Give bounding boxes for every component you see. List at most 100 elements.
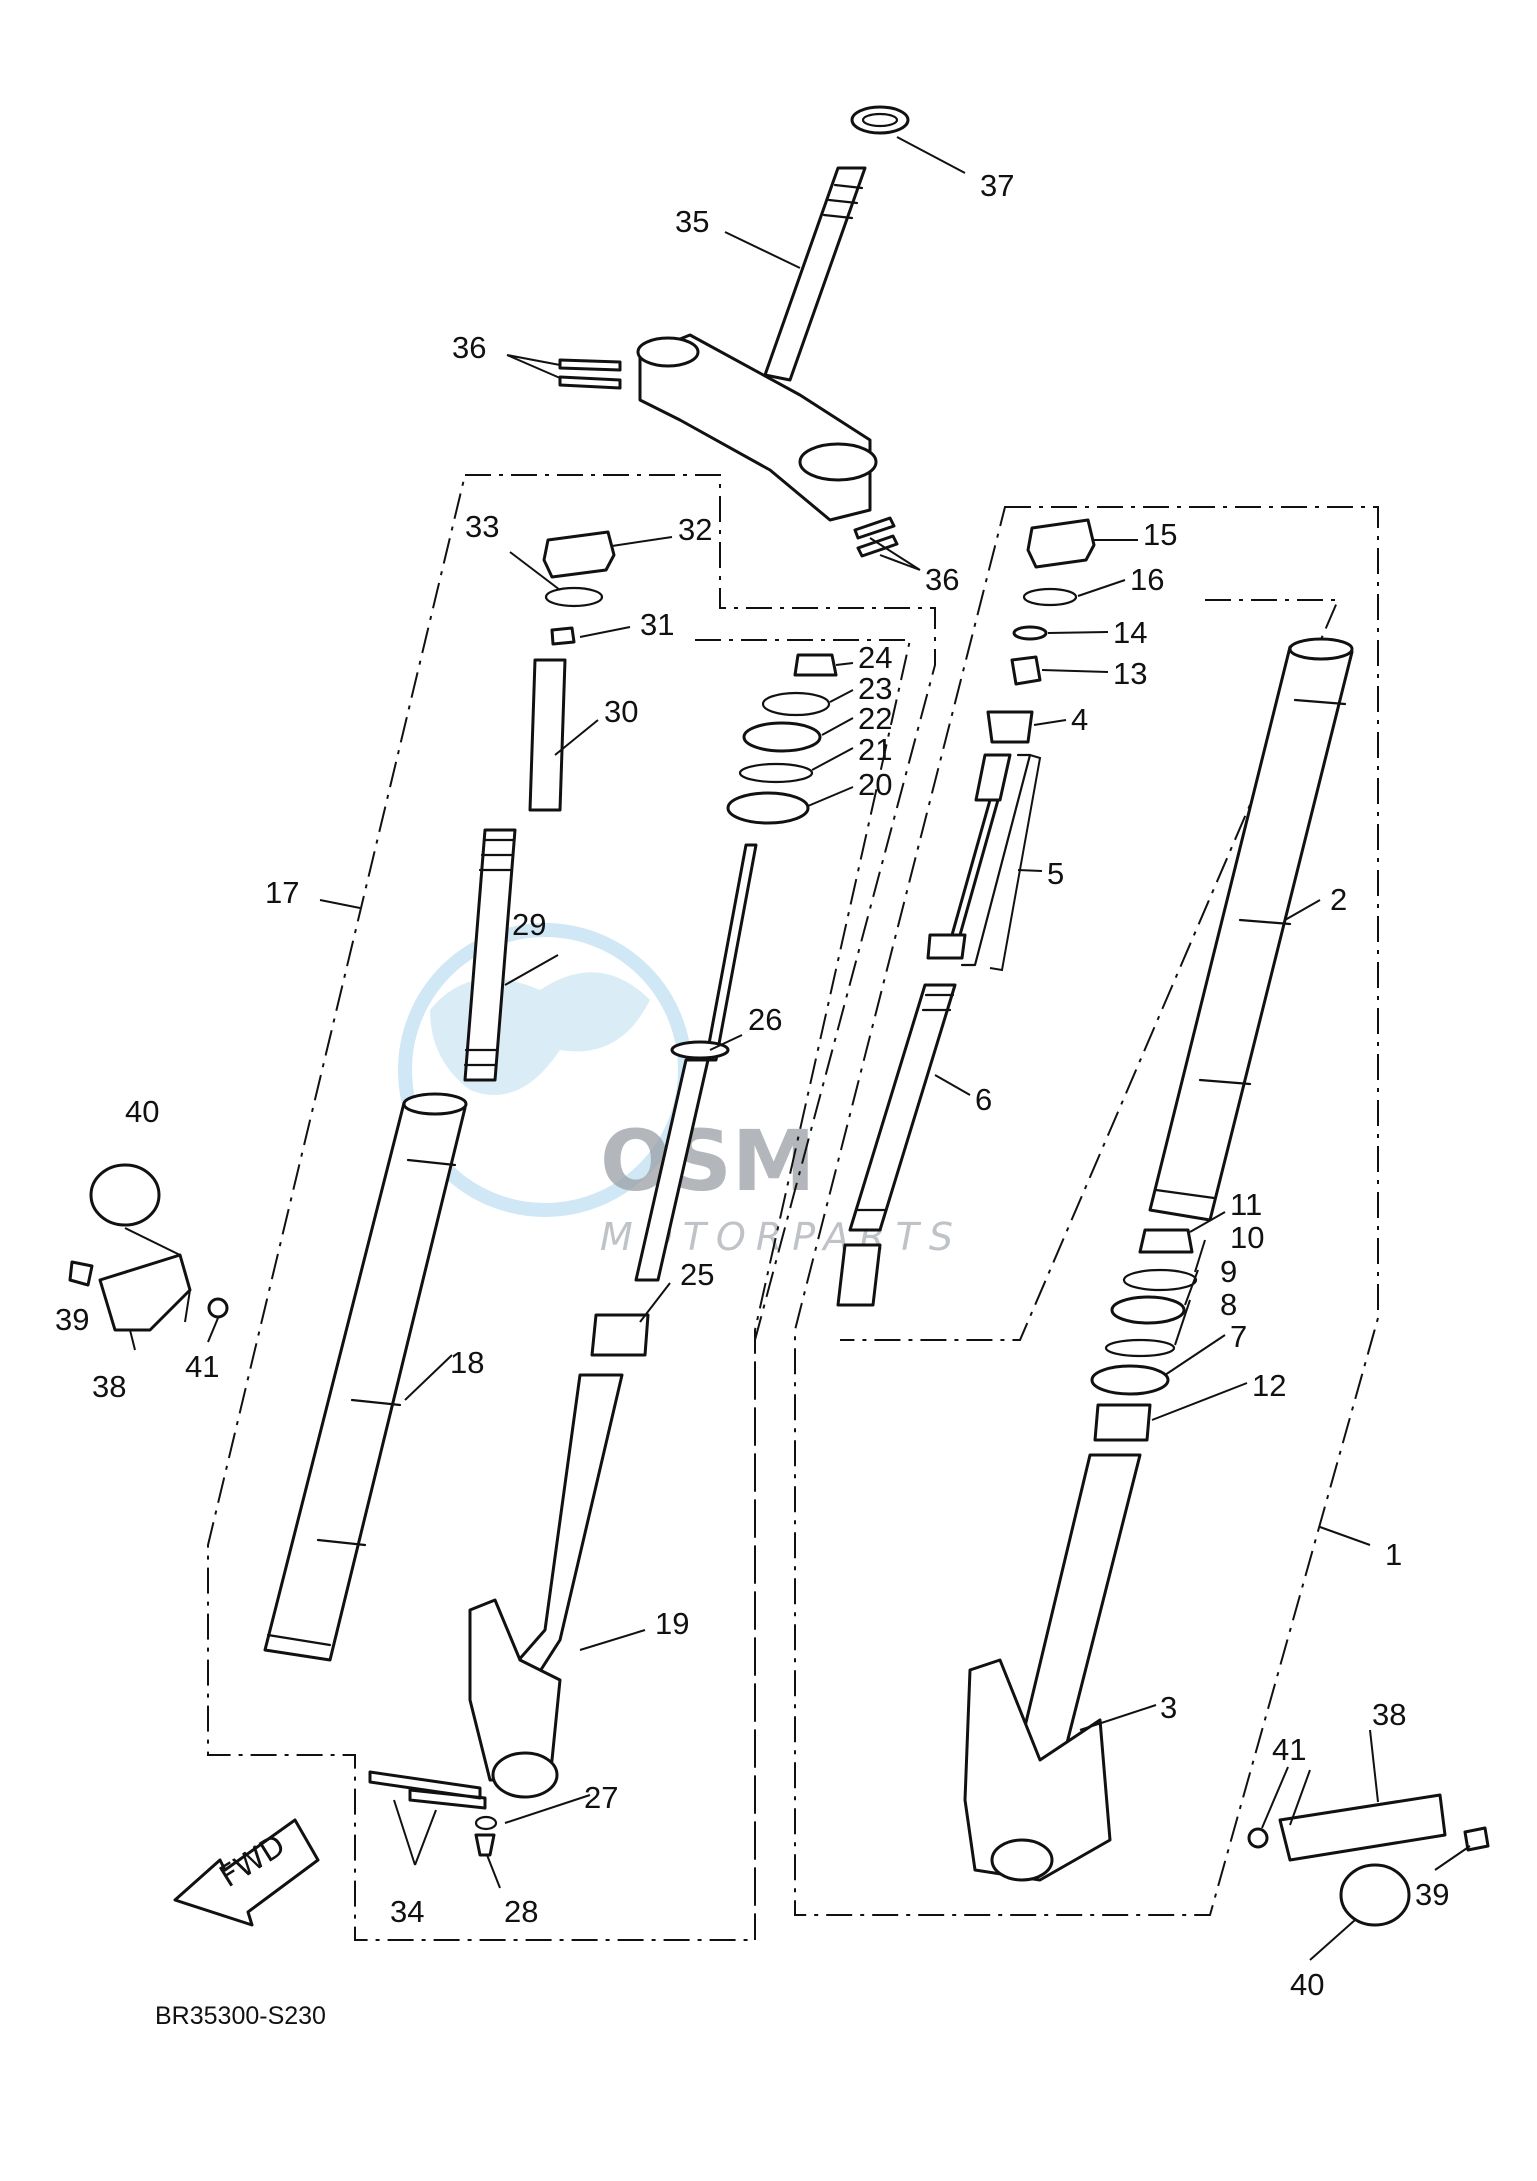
callout-41-left: 41 (185, 1349, 219, 1384)
callout-9: 9 (1220, 1254, 1237, 1289)
clip-23 (761, 691, 831, 717)
bush-12 (1093, 1403, 1152, 1442)
clip-8 (1104, 1338, 1176, 1358)
callout-23: 23 (858, 671, 892, 706)
outer-tube-2 (1148, 645, 1354, 1222)
callout-37: 37 (980, 168, 1014, 203)
group-outline-1 (794, 506, 1379, 1916)
bolt-39-right (1463, 1826, 1490, 1852)
seal-9 (1110, 1295, 1186, 1325)
callout-22: 22 (858, 701, 892, 736)
nut-13 (1010, 655, 1042, 686)
callout-3: 3 (1160, 1690, 1177, 1725)
callouts: 37 35 36 36 32 33 31 30 17 29 18 19 25 2… (55, 168, 1449, 2002)
callout-12: 12 (1252, 1368, 1286, 1403)
bracket-38-right (1278, 1793, 1447, 1862)
forward-arrow: FWD (173, 1818, 320, 1927)
clip-10 (1122, 1268, 1198, 1292)
leader-lines (124, 136, 1471, 1961)
callout-40-left: 40 (125, 1094, 159, 1129)
watermark-brand: OSM (600, 1112, 816, 1210)
bolts-34 (368, 1770, 487, 1810)
left-fork (263, 530, 838, 1857)
callout-32: 32 (678, 512, 712, 547)
cap-bolt-32 (542, 530, 616, 579)
callout-39-right: 39 (1415, 1877, 1449, 1912)
bolts-36-right (853, 516, 899, 558)
o-ring-33 (544, 586, 604, 608)
bracket-left (68, 1163, 229, 1332)
callout-20: 20 (858, 767, 892, 802)
callout-25: 25 (680, 1257, 714, 1292)
callout-14: 14 (1113, 615, 1147, 650)
cap-bolt-15 (1026, 518, 1096, 569)
callout-13: 13 (1113, 656, 1147, 691)
callout-8: 8 (1220, 1287, 1237, 1322)
group-outline-19 (695, 639, 912, 1940)
seal-22 (742, 721, 822, 753)
damper-rod (704, 843, 758, 1062)
callout-17: 17 (265, 875, 299, 910)
reflector-40-right (1339, 1863, 1411, 1927)
callout-36-left: 36 (452, 330, 486, 365)
washer-26 (670, 1040, 730, 1060)
bracket-38-left (98, 1253, 192, 1332)
callout-40-right: 40 (1290, 1967, 1324, 2002)
spring-29 (463, 828, 517, 1082)
callout-15: 15 (1143, 517, 1177, 552)
collar-30 (528, 658, 567, 812)
callout-16: 16 (1130, 562, 1164, 597)
axle-holder-19 (468, 1598, 562, 1782)
washer-14 (1012, 625, 1048, 641)
callout-24: 24 (858, 640, 892, 675)
spring-6 (848, 983, 957, 1232)
callout-6: 6 (975, 1082, 992, 1117)
callout-4: 4 (1071, 702, 1088, 737)
callout-29: 29 (512, 907, 546, 942)
nut-41-right (1247, 1827, 1269, 1849)
callout-33: 33 (465, 509, 499, 544)
callout-21: 21 (858, 732, 892, 767)
callout-11: 11 (1230, 1187, 1262, 1222)
clip-21 (738, 762, 814, 784)
callout-36-right: 36 (925, 562, 959, 597)
reflector-40-left (89, 1163, 161, 1227)
bolts-36-left (558, 358, 622, 390)
group-outline-2 (840, 599, 1340, 1341)
callout-38-right: 38 (1372, 1697, 1406, 1732)
callout-30: 30 (604, 694, 638, 729)
steering-stem-35 (763, 166, 867, 382)
callout-35: 35 (675, 204, 709, 239)
callout-18: 18 (450, 1345, 484, 1380)
washer-27 (474, 1815, 498, 1831)
callout-2: 2 (1330, 882, 1347, 917)
spring-seat-4 (986, 710, 1034, 744)
bush-25 (590, 1313, 650, 1357)
diagram-code: BR35300-S230 (155, 2002, 326, 2030)
callout-41-right: 41 (1272, 1732, 1306, 1767)
callout-10: 10 (1230, 1220, 1264, 1255)
callout-19: 19 (655, 1606, 689, 1641)
callout-39-left: 39 (55, 1302, 89, 1337)
callout-7: 7 (1230, 1319, 1247, 1354)
nut-31 (550, 626, 576, 646)
callout-26: 26 (748, 1002, 782, 1037)
callout-5: 5 (1047, 856, 1064, 891)
callout-27: 27 (584, 1780, 618, 1815)
nut-24 (793, 653, 838, 677)
o-ring-16 (1022, 587, 1078, 607)
callout-31: 31 (640, 607, 674, 642)
bolt-39-left (68, 1260, 94, 1287)
callout-28: 28 (504, 1894, 538, 1929)
bracket-right (1247, 1793, 1490, 1927)
bush-11 (1138, 1228, 1194, 1254)
callout-34: 34 (390, 1894, 424, 1929)
dust-seal-20 (726, 791, 810, 825)
steering-assembly (558, 105, 910, 558)
axle-holder-3 (963, 1658, 1112, 1882)
callout-38-left: 38 (92, 1369, 126, 1404)
nut-41-left (207, 1297, 229, 1319)
callout-1: 1 (1385, 1537, 1402, 1572)
